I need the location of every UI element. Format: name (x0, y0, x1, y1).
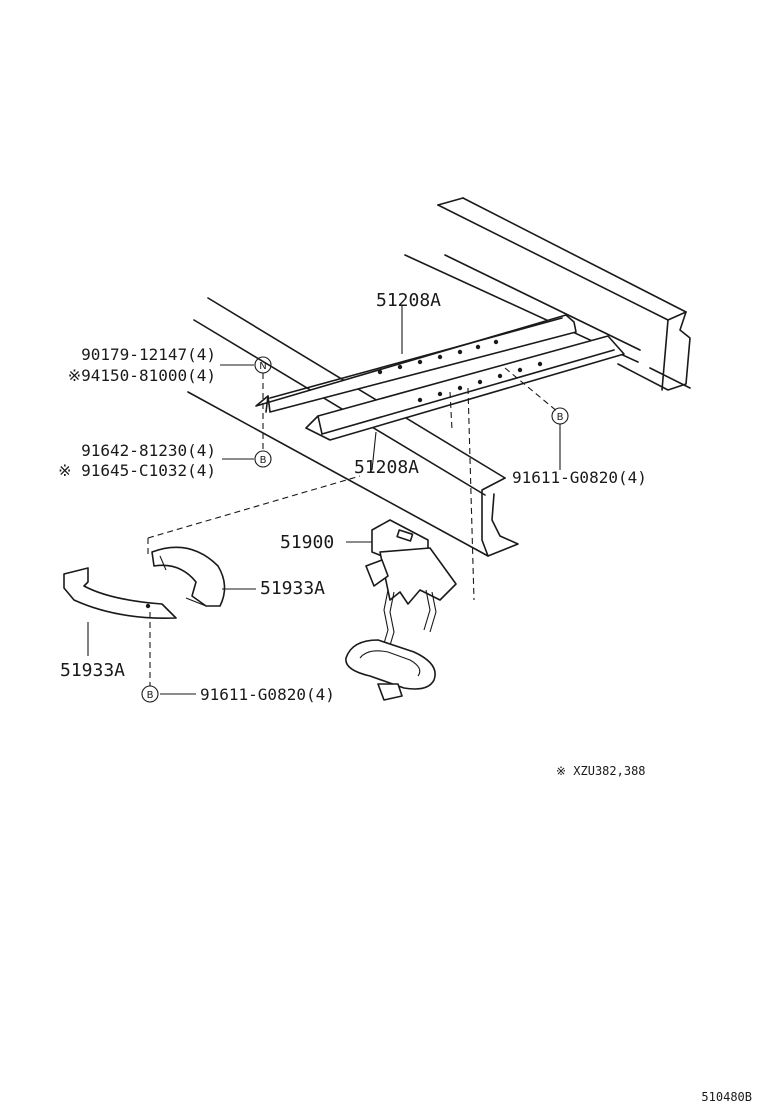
callout-carrier: 51900 (280, 532, 334, 553)
marker-b-left-text: B (260, 455, 267, 466)
diagram-code: 510480B (701, 1090, 752, 1104)
bracket-left (63, 567, 177, 619)
marker-b-bottom: B (141, 685, 159, 703)
callout-bolt-nut-a: 90179-12147(4) (81, 345, 216, 364)
callout-bolt-nut-b: ※94150-81000(4) (68, 366, 216, 385)
callout-bolt-bottom: 91611-G0820(4) (200, 685, 335, 704)
alignment-lines (147, 367, 559, 686)
callout-bracket-left: 51933A (60, 660, 125, 681)
leader-lines (87, 306, 561, 695)
marker-b-right: B (551, 407, 569, 425)
callout-bracket-right: 51933A (260, 578, 325, 599)
bracket-right (151, 546, 226, 607)
rail-upper (255, 314, 577, 413)
frame-side-member (404, 197, 691, 391)
marker-b-bottom-text: B (147, 690, 154, 701)
callout-bolt-right: 91611-G0820(4) (512, 468, 647, 487)
callout-bolt-c: 91642-81230(4) (81, 441, 216, 460)
marker-n-text: N (259, 361, 266, 372)
callout-bolt-d: ※ 91645-C1032(4) (58, 461, 216, 480)
marker-b-left: B (254, 450, 272, 468)
spare-tire-carrier (345, 519, 457, 701)
model-note: ※ XZU382,388 (556, 764, 646, 778)
marker-n: N (254, 356, 272, 374)
callout-rail-lower: 51208A (354, 457, 419, 478)
marker-b-right-text: B (557, 412, 564, 423)
callout-rail-upper: 51208A (376, 290, 441, 311)
